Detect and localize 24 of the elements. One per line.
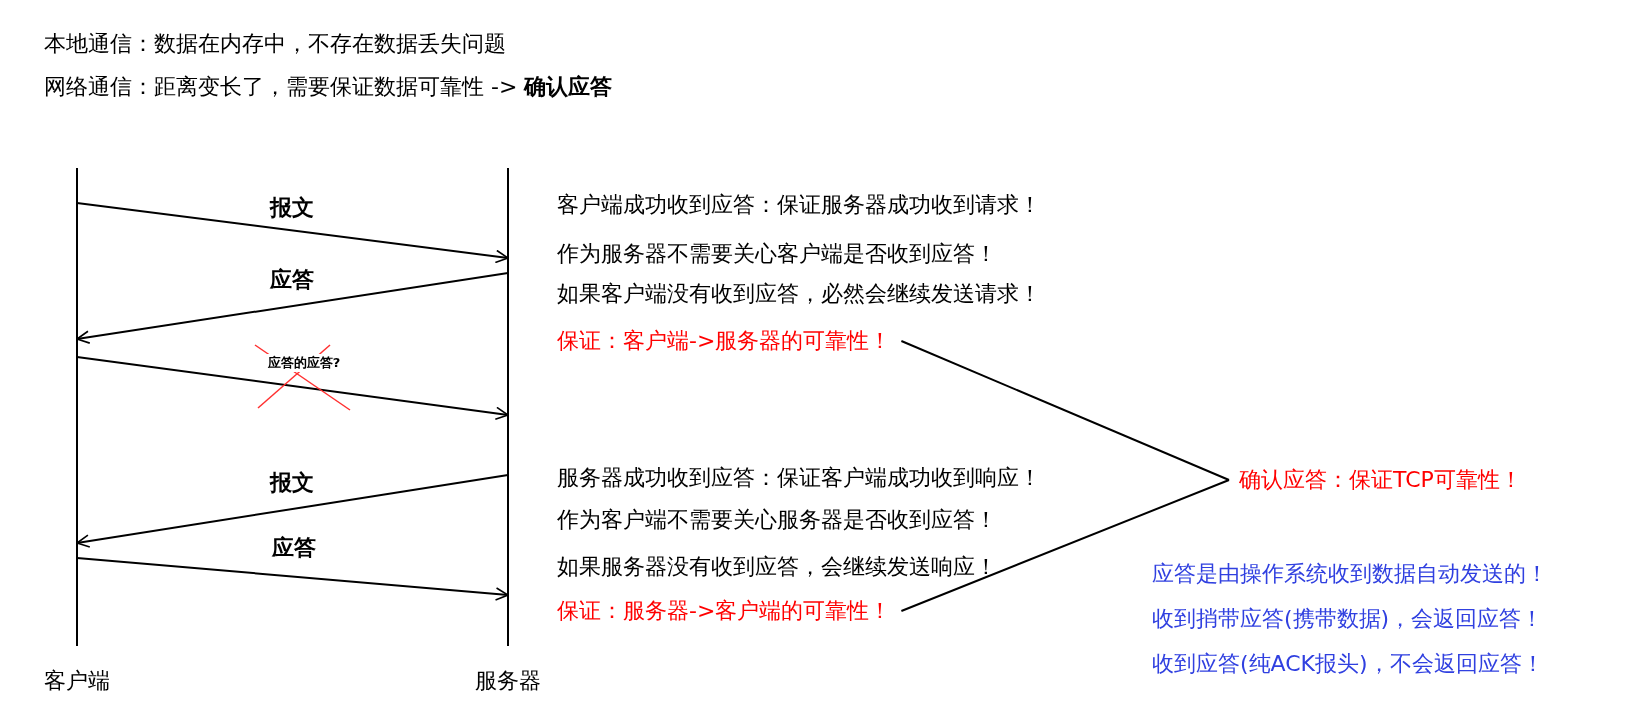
note-text: 作为客户端不需要关心服务器是否收到应答！ — [557, 506, 997, 534]
message-arrow — [76, 356, 509, 421]
connector-line — [900, 340, 1230, 481]
note-text: 服务器成功收到应答：保证客户端成功收到响应！ — [557, 464, 1041, 492]
note-text: 作为服务器不需要关心客户端是否收到应答！ — [557, 240, 997, 268]
message-arrow — [76, 474, 509, 548]
note-text: 应答是由操作系统收到数据自动发送的！ — [1152, 560, 1548, 588]
participant-label: 服务器 — [475, 667, 541, 695]
note-text: 收到捎带应答(携带数据)，会返回应答！ — [1152, 605, 1544, 633]
note-text: 如果客户端没有收到应答，必然会继续发送请求！ — [557, 280, 1041, 308]
heading-text: 网络通信：距离变长了，需要保证数据可靠性 -> 确认应答 — [44, 73, 613, 101]
note-text: 客户端成功收到应答：保证服务器成功收到请求！ — [557, 191, 1041, 219]
message-arrow — [76, 272, 509, 344]
heading-text: 本地通信：数据在内存中，不存在数据丢失问题 — [44, 30, 506, 58]
note-text: 如果服务器没有收到应答，会继续发送响应！ — [557, 553, 997, 581]
message-label: 应答的应答? — [265, 354, 343, 372]
conclusion-text: 保证：服务器->客户端的可靠性！ — [557, 597, 892, 625]
conclusion-text: 确认应答：保证TCP可靠性！ — [1239, 466, 1522, 494]
message-arrow — [76, 202, 509, 264]
participant-label: 客户端 — [44, 667, 110, 695]
conclusion-text: 保证：客户端->服务器的可靠性！ — [557, 327, 892, 355]
connector-line — [900, 479, 1230, 612]
message-arrow — [76, 557, 509, 601]
note-text: 收到应答(纯ACK报头)，不会返回应答！ — [1152, 650, 1544, 678]
